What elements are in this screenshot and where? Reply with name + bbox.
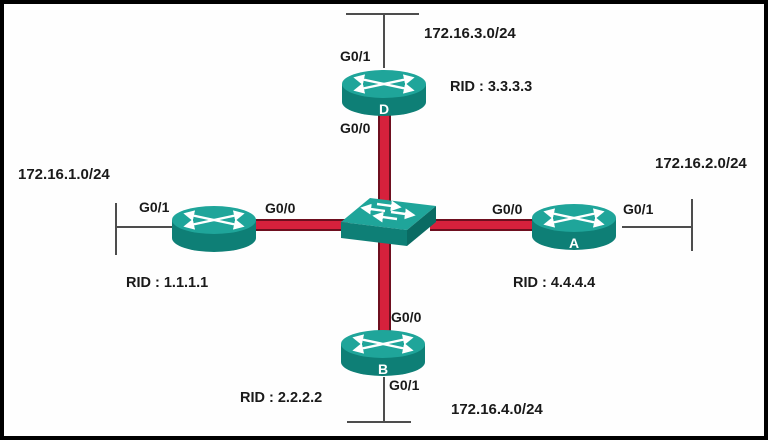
- lan-segment-bottom: [347, 421, 411, 423]
- if-label-b-g01: G0/1: [389, 377, 420, 393]
- router-left-icon: [172, 206, 256, 252]
- lan-segment-top: [346, 13, 419, 15]
- if-label-left-g01: G0/1: [139, 199, 170, 215]
- lan-drop-right: [622, 226, 693, 228]
- router-b-letter: B: [378, 361, 388, 377]
- rid-label-bottom: RID : 2.2.2.2: [240, 390, 323, 406]
- network-label-bottom: 172.16.4.0/24: [451, 401, 543, 418]
- link-routerB-switch: [378, 237, 391, 332]
- network-label-top: 172.16.3.0/24: [424, 25, 516, 42]
- link-routerLeft-switch: [251, 219, 348, 231]
- lan-segment-left: [115, 203, 117, 255]
- router-d-icon: D: [342, 70, 426, 117]
- rid-label-right: RID : 4.4.4.4: [513, 275, 596, 291]
- router-a-icon: A: [532, 204, 616, 251]
- if-label-a-g00: G0/0: [492, 201, 523, 217]
- if-label-left-g00: G0/0: [265, 200, 296, 216]
- rid-label-top: RID : 3.3.3.3: [450, 79, 533, 95]
- router-a-letter: A: [569, 235, 579, 251]
- lan-drop-left: [115, 226, 175, 228]
- if-label-d-g00: G0/0: [340, 120, 371, 136]
- router-d-letter: D: [379, 101, 389, 117]
- if-label-b-g00: G0/0: [391, 309, 422, 325]
- router-b-icon: B: [341, 330, 425, 377]
- lan-drop-top: [383, 13, 385, 68]
- if-label-a-g01: G0/1: [623, 201, 654, 217]
- network-label-left: 172.16.1.0/24: [18, 166, 110, 183]
- switch-icon: [341, 198, 436, 246]
- lan-segment-right: [691, 199, 693, 251]
- link-routerA-switch: [430, 219, 537, 231]
- network-label-right: 172.16.2.0/24: [655, 155, 747, 172]
- link-routerD-switch: [378, 109, 391, 211]
- if-label-d-g01: G0/1: [340, 48, 371, 64]
- rid-label-left: RID : 1.1.1.1: [126, 275, 209, 291]
- lan-drop-bottom: [383, 377, 385, 423]
